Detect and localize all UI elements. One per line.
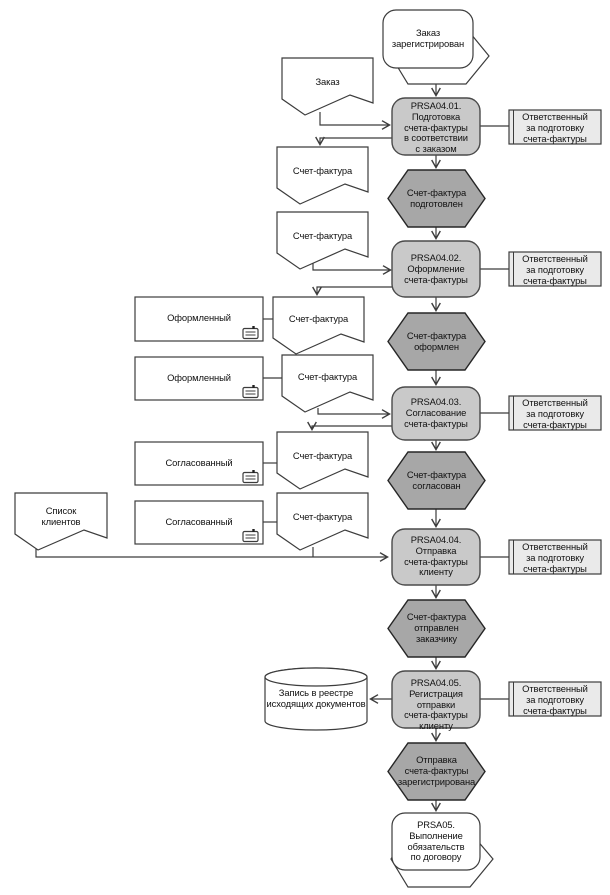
responsible-box-5 <box>508 681 602 717</box>
process-prsa04-02-label: PRSA04.02. Оформление счета-фактуры <box>404 252 468 285</box>
connector-p3-to-doc5 <box>307 421 392 431</box>
db-cylinder-label: Запись в реестре исходящих документов <box>266 687 366 709</box>
doc-invoice-5-label: Счет-фактура <box>292 450 353 461</box>
responsible-box-2 <box>508 251 602 287</box>
state-formatted-1-label: Оформленный <box>167 312 231 323</box>
responsible-label-4: Ответственный за подготовку счета-фактур… <box>522 541 588 574</box>
doc-invoice-2 <box>276 211 369 270</box>
process-prsa04-01-label: PRSA04.01. Подготовка счета-фактуры в со… <box>404 100 468 155</box>
doc-invoice-5 <box>276 431 369 490</box>
responsible-label-5: Ответственный за подготовку счета-фактур… <box>522 683 588 716</box>
state-agreed-2-label: Согласованный <box>165 516 233 527</box>
connector-clients-to-p4 <box>35 549 389 562</box>
interface-prsa05 <box>391 812 481 871</box>
state-formatted-2-label: Оформленный <box>167 372 231 383</box>
state-agreed-1-label: Согласованный <box>165 457 233 468</box>
event-invoice-prepared <box>387 169 486 228</box>
interface-prsa05-label: PRSA05. Выполнение обязательств по догов… <box>407 819 465 863</box>
connector-p1-to-doc1 <box>315 136 392 146</box>
event-invoice-sent <box>387 599 486 658</box>
state-box-formatted-2 <box>134 356 264 401</box>
doc-client-list <box>14 492 108 551</box>
doc-invoice-1 <box>276 146 369 205</box>
connector-doc4-to-p3 <box>317 408 391 419</box>
process-prsa04-01 <box>391 97 481 156</box>
process-prsa04-04 <box>391 528 481 586</box>
responsible-label-1: Ответственный за подготовку счета-фактур… <box>522 111 588 144</box>
doc-invoice-4 <box>281 354 374 413</box>
doc-invoice-2-label: Счет-фактура <box>292 230 353 241</box>
doc-invoice-6 <box>276 492 369 551</box>
responsible-label-2: Ответственный за подготовку счета-фактур… <box>522 253 588 286</box>
event-order-registered-label: Заказ зарегистрирован <box>391 27 465 49</box>
doc-invoice-6-label: Счет-фактура <box>292 511 353 522</box>
doc-invoice-3-label: Счет-фактура <box>288 313 349 324</box>
event-invoice-formatted <box>387 312 486 371</box>
state-box-formatted-1 <box>134 296 264 342</box>
process-prsa04-02 <box>391 240 481 298</box>
process-prsa04-03 <box>391 386 481 441</box>
connector-doc2-to-p2 <box>312 263 392 275</box>
event-invoice-agreed <box>387 451 486 510</box>
connectors <box>35 84 509 812</box>
db-cylinder-top <box>264 667 368 687</box>
responsible-box-4 <box>508 539 602 575</box>
doc-invoice-3 <box>272 296 365 355</box>
process-prsa04-05 <box>391 670 481 729</box>
process-prsa04-03-label: PRSA04.03. Согласование счета-фактуры <box>404 396 468 429</box>
responsible-box-1 <box>508 109 602 145</box>
doc-invoice-4-label: Счет-фактура <box>297 371 358 382</box>
event-invoice-agreed-label: Счет-фактура согласован <box>406 469 467 491</box>
connector-p2-to-doc3 <box>312 286 393 296</box>
state-box-agreed-1 <box>134 441 264 486</box>
process-prsa04-04-label: PRSA04.04. Отправка счета-фактуры клиент… <box>404 534 468 578</box>
event-invoice-sent-label: Счет-фактура отправлен заказчику <box>406 611 467 644</box>
process-prsa04-05-label: PRSA04.05. Регистрация отправки счета-фа… <box>404 677 468 732</box>
doc-order <box>281 57 374 116</box>
event-invoice-formatted-label: Счет-фактура оформлен <box>406 330 467 352</box>
event-invoice-prepared-label: Счет-фактура подготовлен <box>406 187 467 209</box>
doc-order-label: Заказ <box>315 76 340 87</box>
responsible-boxes <box>508 109 602 717</box>
event-sending-registered <box>387 742 486 801</box>
event-order-registered <box>382 9 474 69</box>
doc-client-list-label: Список клиентов <box>41 505 81 527</box>
doc-invoice-1-label: Счет-фактура <box>292 165 353 176</box>
responsible-box-3 <box>508 395 602 431</box>
connector-order-to-p1 <box>319 112 391 130</box>
state-box-agreed-2 <box>134 500 264 545</box>
responsible-label-3: Ответственный за подготовку счета-фактур… <box>522 397 588 430</box>
event-sending-registered-label: Отправка счета-фактуры зарегистрирована <box>397 754 476 787</box>
